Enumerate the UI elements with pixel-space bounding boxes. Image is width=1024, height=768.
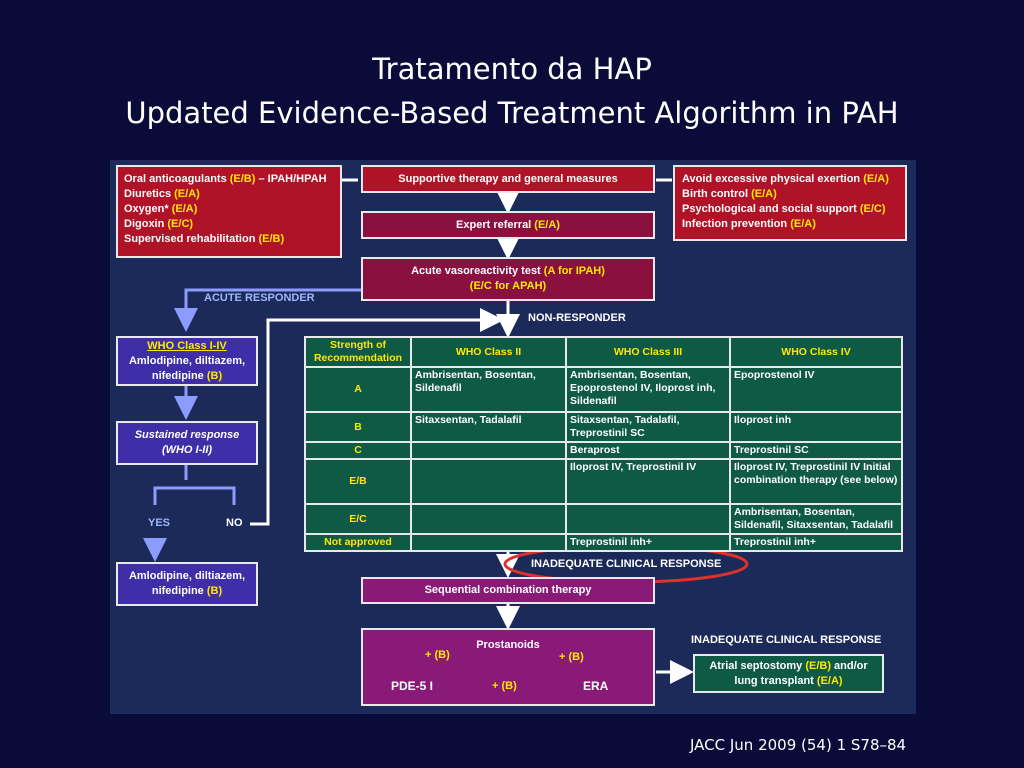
- combination-therapy-box: Prostanoids + (B) + (B) + (B) PDE-5 I ER…: [361, 628, 655, 706]
- header-who-iv: WHO Class IV: [729, 336, 903, 368]
- table-cell: Treprostinil inh+: [565, 533, 731, 552]
- table-cell: Treprostinil inh+: [729, 533, 903, 552]
- vasoreactivity-test-box: Acute vasoreactivity test (A for IPAH) (…: [361, 257, 655, 301]
- plus-b-right: + (B): [559, 651, 584, 663]
- amlodipine-box: Amlodipine, diltiazem, nifedipine (B): [116, 562, 258, 606]
- table-cell: [410, 441, 567, 460]
- table-row: Not approved Treprostinil inh+ Treprosti…: [304, 533, 903, 552]
- arrow-acute-responder: [174, 288, 362, 332]
- lifestyle-measures-box: Avoid excessive physical exertion (E/A) …: [673, 165, 907, 241]
- table-row: B Sitaxsentan, Tadalafil Sitaxsentan, Ta…: [304, 411, 903, 443]
- arrow-no-nonresponder: [250, 308, 504, 526]
- grade-cell: E/C: [304, 503, 412, 535]
- table-row: E/B Iloprost IV, Treprostinil IV Ilopros…: [304, 458, 903, 505]
- plus-b-center: + (B): [492, 680, 517, 692]
- grade-cell: B: [304, 411, 412, 443]
- grade-cell: A: [304, 366, 412, 413]
- sustained-response-box: Sustained response (WHO I-II): [116, 421, 258, 465]
- pde5-label: PDE-5 I: [391, 679, 434, 693]
- citation: JACC Jun 2009 (54) 1 S78–84: [690, 736, 907, 754]
- table-cell: [410, 503, 567, 535]
- table-cell: Sitaxsentan, Tadalafil: [410, 411, 567, 443]
- header-strength: Strength of Recommendation: [304, 336, 412, 368]
- era-label: ERA: [583, 679, 609, 693]
- general-measures-box: Oral anticoagulants (E/B) – IPAH/HPAH Di…: [116, 165, 342, 258]
- table-row: C Beraprost Treprostinil SC: [304, 441, 903, 460]
- expert-referral-box: Expert referral (E/A): [361, 211, 655, 239]
- acute-responder-label: ACUTE RESPONDER: [204, 292, 315, 304]
- plus-b-left: + (B): [425, 649, 450, 661]
- recommendation-table: Strength of Recommendation WHO Class II …: [304, 336, 903, 552]
- grade-cell: C: [304, 441, 412, 460]
- header-who-iii: WHO Class III: [565, 336, 731, 368]
- table-cell: Beraprost: [565, 441, 731, 460]
- grade-cell: E/B: [304, 458, 412, 505]
- table-cell: [410, 458, 567, 505]
- table-cell: Ambrisentan, Bosentan, Sildenafil, Sitax…: [729, 503, 903, 535]
- grade-cell: Not approved: [304, 533, 412, 552]
- slide-subtitle: Updated Evidence-Based Treatment Algorit…: [125, 96, 899, 130]
- inadequate-response-label-2: INADEQUATE CLINICAL RESPONSE: [691, 634, 882, 646]
- table-row: E/C Ambrisentan, Bosentan, Sildenafil, S…: [304, 503, 903, 535]
- slide-title: Tratamento da HAP: [372, 52, 652, 86]
- table-cell: Iloprost IV, Treprostinil IV: [565, 458, 731, 505]
- table-cell: Ambrisentan, Bosentan, Epoprostenol IV, …: [565, 366, 731, 413]
- table-cell: Ambrisentan, Bosentan, Sildenafil: [410, 366, 567, 413]
- yes-no-split: [153, 486, 236, 505]
- table-cell: Iloprost IV, Treprostinil IV Initial com…: [729, 458, 903, 505]
- inadequate-response-label-1: INADEQUATE CLINICAL RESPONSE: [531, 558, 722, 570]
- supportive-therapy-box: Supportive therapy and general measures: [361, 165, 655, 193]
- no-label: NO: [226, 517, 243, 529]
- table-cell: Sitaxsentan, Tadalafil, Treprostinil SC: [565, 411, 731, 443]
- who-class-i-iv-box: WHO Class I-IV Amlodipine, diltiazem, ni…: [116, 336, 258, 386]
- table-cell: Epoprostenol IV: [729, 366, 903, 413]
- prostanoids-label: Prostanoids: [476, 639, 540, 651]
- atrial-septostomy-box: Atrial septostomy (E/B) and/or lung tran…: [693, 654, 884, 693]
- table-cell: [565, 503, 731, 535]
- table-header-row: Strength of Recommendation WHO Class II …: [304, 336, 903, 368]
- table-cell: Iloprost inh: [729, 411, 903, 443]
- table-row: A Ambrisentan, Bosentan, Sildenafil Ambr…: [304, 366, 903, 413]
- header-who-ii: WHO Class II: [410, 336, 567, 368]
- table-cell: Treprostinil SC: [729, 441, 903, 460]
- yes-label: YES: [148, 517, 171, 529]
- non-responder-label: NON-RESPONDER: [528, 312, 626, 324]
- sequential-combination-box: Sequential combination therapy: [361, 577, 655, 604]
- table-cell: [410, 533, 567, 552]
